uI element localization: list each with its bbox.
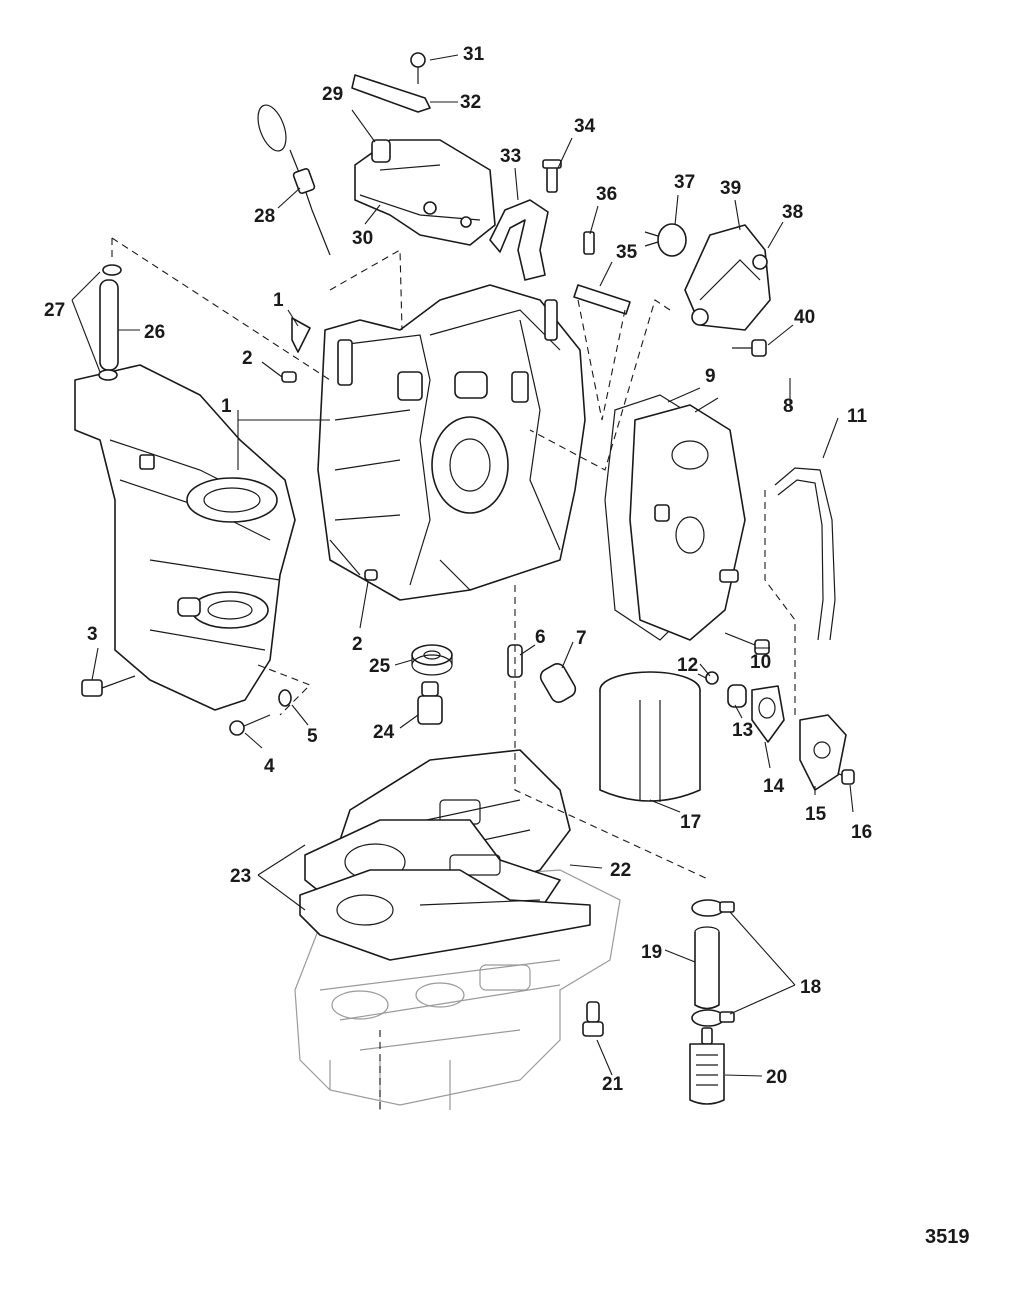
pin-2-lower: [364, 569, 378, 581]
pin-2-upper: [281, 371, 297, 383]
clip-35: [573, 231, 631, 315]
bolt-10: [724, 632, 770, 655]
hose-11: [774, 467, 836, 641]
callout-37: 37: [674, 172, 695, 193]
callout-32: 32: [460, 92, 481, 113]
callout-4: 4: [264, 756, 275, 777]
leader-lines: [71, 54, 854, 1077]
callout-3: 3: [87, 624, 98, 645]
callout-28: 28: [254, 206, 275, 227]
thermostat-cover: [354, 139, 496, 246]
dowel-26: [99, 279, 119, 371]
gasket-23-lower: [299, 869, 591, 961]
callout-23: 23: [230, 866, 251, 887]
callout-1-left: 1: [221, 396, 232, 417]
callout-20: 20: [766, 1067, 787, 1088]
bracket-33: [489, 159, 562, 281]
hose-19: [694, 926, 720, 1010]
callout-40: 40: [794, 307, 815, 328]
callout-25: 25: [369, 656, 391, 677]
callout-13: 13: [732, 720, 753, 741]
bolt-31: [410, 52, 426, 84]
seal-13: [727, 684, 747, 708]
bolt-12: [697, 671, 719, 685]
dipstick: [257, 104, 331, 256]
fitting-21: [582, 1001, 604, 1037]
callout-21: 21: [602, 1074, 624, 1095]
clip-27-upper: [102, 264, 122, 276]
callout-2-upper: 2: [242, 348, 253, 369]
callout-15: 15: [805, 804, 827, 825]
callout-38: 38: [782, 202, 803, 223]
callout-35: 35: [616, 242, 638, 263]
callout-18: 18: [800, 977, 821, 998]
gasket-14: [751, 685, 785, 743]
callout-8: 8: [783, 396, 794, 417]
sleeve-7: [539, 663, 577, 703]
callout-6: 6: [535, 627, 546, 648]
callout-11: 11: [847, 406, 868, 427]
callout-33: 33: [500, 146, 521, 167]
bolt-40: [732, 339, 767, 357]
callout-34: 34: [574, 116, 596, 137]
callout-26: 26: [144, 322, 165, 343]
callout-22: 22: [610, 860, 631, 881]
callout-5: 5: [307, 726, 318, 747]
callout-16: 16: [851, 822, 872, 843]
callout-labels: 31 32 29 28 30 33 34 36 35 37 39 38 40 1…: [44, 44, 970, 1248]
fitting-37: [644, 223, 687, 257]
housing-38-39: [684, 224, 771, 331]
callout-36: 36: [596, 184, 617, 205]
clamp-18-lower: [691, 1009, 735, 1027]
assembly-lines: [111, 237, 796, 1110]
cover-15: [799, 714, 847, 791]
washer-5: [278, 689, 292, 707]
cover-plate-8: [629, 404, 746, 641]
bolt-3: [81, 675, 136, 697]
callout-19: 19: [641, 942, 662, 963]
spacer-25: [411, 644, 453, 676]
bracket-32: [351, 74, 431, 113]
clip-27-lower: [98, 369, 118, 381]
callout-24: 24: [373, 722, 395, 743]
callout-17: 17: [680, 812, 701, 833]
callout-31: 31: [463, 44, 485, 65]
oil-filter-17: [599, 671, 701, 802]
clamp-18-upper: [691, 899, 735, 917]
callout-10: 10: [750, 652, 771, 673]
callout-30: 30: [352, 228, 373, 249]
callout-29: 29: [322, 84, 343, 105]
callout-12: 12: [677, 655, 698, 676]
sensor-24: [417, 681, 443, 725]
bolt-4: [229, 714, 271, 736]
crankcase-half: [74, 364, 296, 711]
fuel-filter-20: [689, 1027, 725, 1105]
callout-7: 7: [576, 628, 587, 649]
drawing-number: 3519: [925, 1226, 970, 1248]
fitting-1: [291, 317, 311, 353]
callout-1-upper: 1: [273, 290, 284, 311]
callout-27: 27: [44, 300, 65, 321]
cylinder-block: [317, 284, 586, 601]
callout-39: 39: [720, 178, 741, 199]
callout-9: 9: [705, 366, 716, 387]
callout-2-lower: 2: [352, 634, 363, 655]
callout-14: 14: [763, 776, 785, 797]
